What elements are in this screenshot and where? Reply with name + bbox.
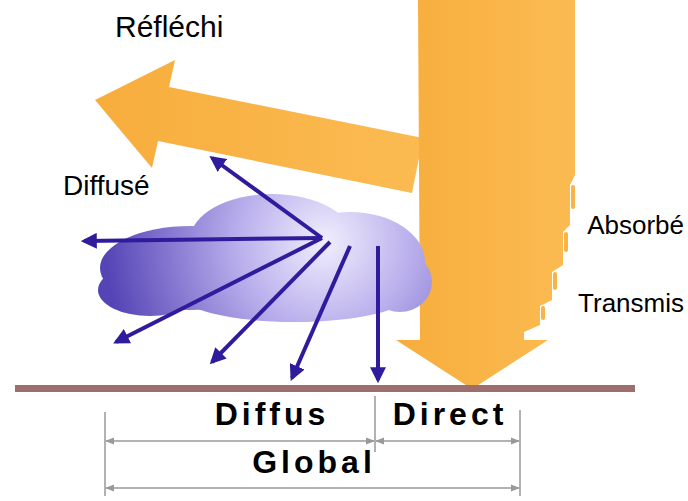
diffused-ray <box>292 246 350 378</box>
dimension-line <box>376 440 519 442</box>
diffused-ray <box>212 242 330 362</box>
ground-line <box>15 385 635 392</box>
diffused-ray <box>84 238 322 241</box>
extension-line <box>104 412 106 496</box>
incoming-radiation <box>396 0 575 389</box>
absorbed-label: Absorbé <box>587 212 684 238</box>
diffused-ray <box>212 158 322 238</box>
absorption-drip <box>553 272 557 290</box>
diffused-ray <box>116 238 322 342</box>
extension-line <box>519 410 521 496</box>
dimension-line <box>106 440 374 442</box>
diffused-label: Diffusé <box>63 172 150 200</box>
absorption-drip <box>541 306 545 320</box>
dimension-line <box>106 487 519 489</box>
diffused-ray <box>376 246 380 380</box>
dimension-label: Direct <box>393 398 508 430</box>
reflected-label: Réfléchi <box>115 12 223 42</box>
absorption-drip <box>564 232 568 252</box>
dimension-lines <box>105 396 520 496</box>
cloud <box>98 194 432 322</box>
absorption-drip <box>571 185 575 209</box>
transmitted-label: Transmis <box>578 290 684 316</box>
dimension-label: Diffus <box>215 398 330 430</box>
extension-line <box>374 396 376 452</box>
dimension-label: Global <box>252 446 376 478</box>
